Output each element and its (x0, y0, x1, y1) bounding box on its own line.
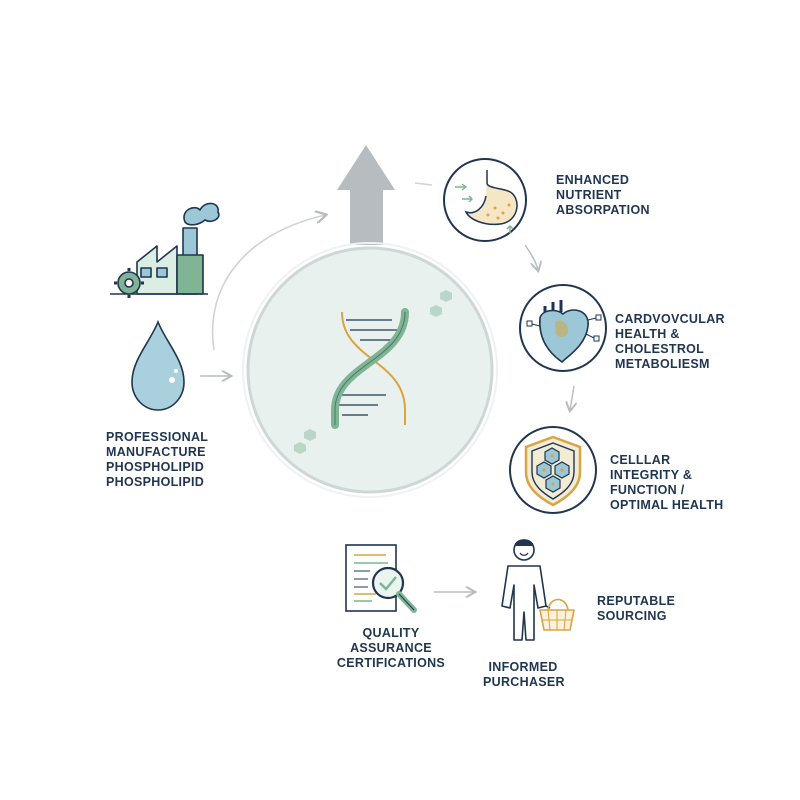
heart-icon (519, 284, 607, 372)
document-magnifier-check-icon (345, 544, 417, 613)
flow-arrow-2 (570, 385, 574, 410)
reputable-sourcing-label: REPUTABLE SOURCING (597, 594, 676, 623)
top-arrow (414, 182, 433, 186)
central-circle (242, 242, 498, 498)
water-drop-icon (131, 319, 185, 411)
quality-assurance-label: QUALITY ASSURANCE CERTIFICATIONS (336, 626, 446, 670)
person-with-basket-icon (501, 539, 575, 641)
manufacture-label: PROFESSIONAL MANUFACTURE PHOSPHOLIPID PH… (106, 430, 209, 489)
benefit-label-cardiovascular: CARDVOVCULAR HEALTH & CHOLESTROL METABOL… (615, 312, 725, 371)
dna-helix-icon (294, 290, 452, 454)
benefit-label-cellular: CELLLAR INTEGRITY & FUNCTION / OPTIMAL H… (610, 453, 724, 512)
up-arrow-icon (337, 145, 395, 245)
stomach-icon (443, 158, 527, 242)
benefit-label-nutrient: ENHANCED NUTRIENT ABSORPATION (556, 173, 650, 217)
factory-with-gear-icon (110, 202, 220, 298)
shield-cells-icon (509, 426, 597, 514)
cycle-arc-arrow (211, 215, 325, 351)
flow-arrow-1 (524, 244, 538, 270)
informed-purchaser-label: INFORMED PURCHASER (483, 660, 565, 689)
